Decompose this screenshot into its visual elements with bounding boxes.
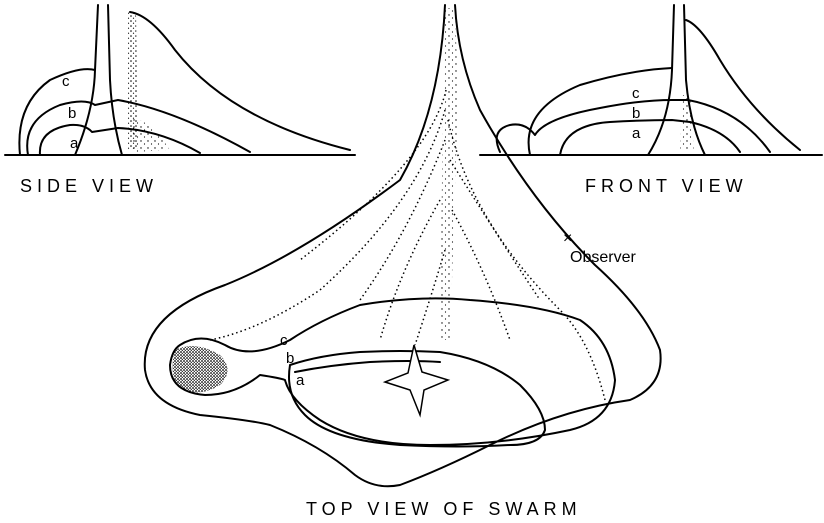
- front-view-curve-c-left: [529, 68, 672, 155]
- top-view-left-lobe: [172, 346, 227, 392]
- observer-marker: × Observer: [563, 230, 636, 266]
- side-view-trunk-right: [108, 5, 122, 155]
- top-view-title: TOP VIEW OF SWARM: [306, 499, 582, 519]
- top-view-label-a: a: [296, 372, 305, 389]
- observer-x-icon: ×: [563, 230, 572, 247]
- side-view-envelope: [130, 12, 350, 150]
- top-view-outer-envelope: [145, 5, 661, 486]
- side-view-panel: c b a SIDE VIEW: [5, 5, 355, 196]
- front-view-title: FRONT VIEW: [585, 176, 748, 196]
- observer-label: Observer: [570, 249, 636, 266]
- top-view-label-c: c: [280, 332, 288, 349]
- side-view-swarm-base: [132, 118, 170, 152]
- side-view-curve-c: [19, 69, 95, 155]
- top-view-tree-trunk: [385, 345, 448, 415]
- side-view-label-b: b: [68, 105, 76, 122]
- top-view-curve-c: [170, 298, 615, 445]
- front-view-label-b: b: [632, 105, 640, 122]
- side-view-label-a: a: [70, 135, 79, 152]
- front-view-curve-c-right: [686, 20, 800, 150]
- front-view-label-c: c: [632, 85, 640, 102]
- top-view-label-b: b: [286, 350, 294, 367]
- top-view-swarm-branches: [210, 90, 605, 400]
- front-view-panel: c b a FRONT VIEW: [480, 5, 822, 196]
- top-view-swarm-stream: [440, 8, 458, 340]
- front-view-trunk-left: [648, 5, 674, 155]
- front-view-label-a: a: [632, 125, 641, 142]
- side-view-label-c: c: [62, 73, 70, 90]
- side-view-title: SIDE VIEW: [20, 176, 158, 196]
